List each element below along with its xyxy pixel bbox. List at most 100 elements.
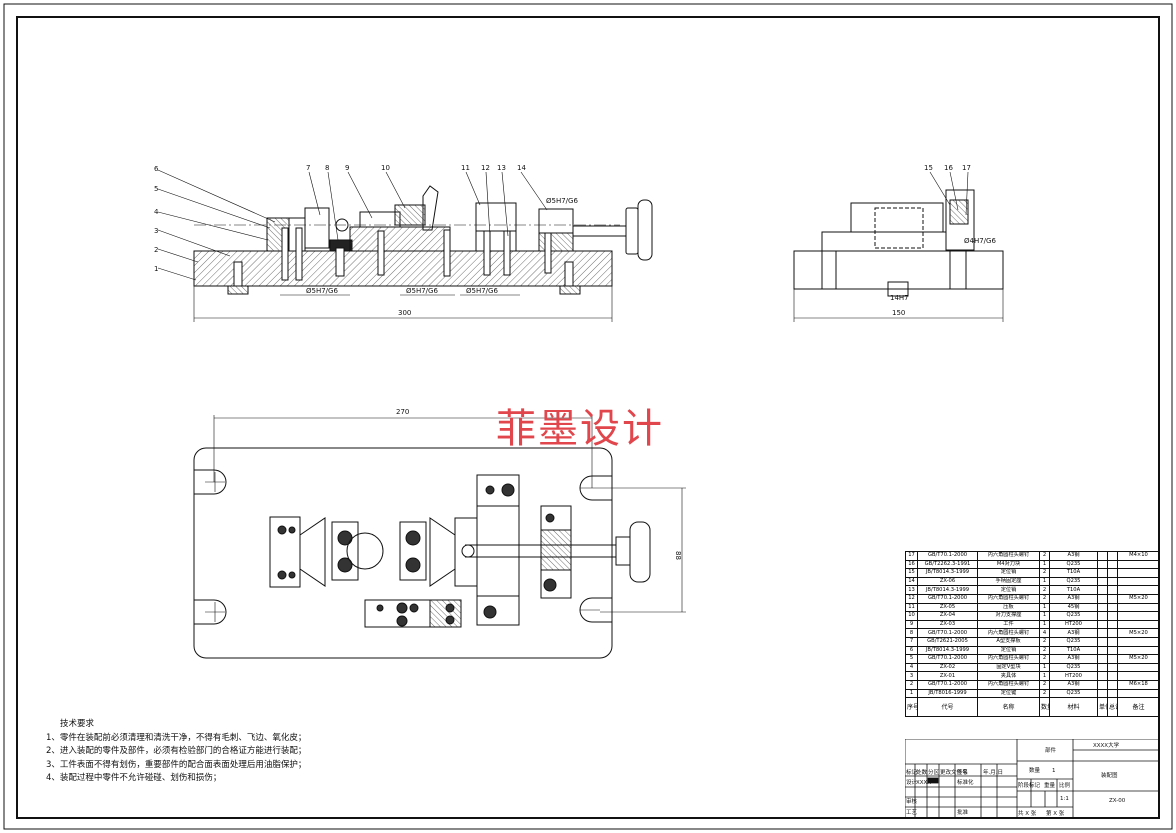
tb-part-label: 部件 bbox=[1045, 746, 1057, 754]
fixture-body bbox=[193, 250, 613, 287]
bom-cell-empty bbox=[1107, 645, 1118, 656]
clamp-plate bbox=[475, 202, 517, 232]
tb-weight: 重量 bbox=[1044, 781, 1056, 789]
top-view bbox=[193, 415, 686, 659]
bom-cell-mat: Q235 bbox=[1049, 688, 1098, 699]
balloon-11: 11 bbox=[461, 164, 470, 172]
bom-header-mat: 材料 bbox=[1049, 697, 1098, 718]
balloon-12: 12 bbox=[481, 164, 490, 172]
bom-cell-empty bbox=[1097, 559, 1108, 570]
bom-cell-mat: A3钢 bbox=[1049, 593, 1098, 604]
bom-cell-empty bbox=[1107, 671, 1118, 681]
tb-drawing-no: ZX-00 bbox=[1109, 798, 1126, 804]
bom-cell-empty bbox=[1107, 551, 1118, 561]
bom-cell-code: GB/T70.1-2000 bbox=[917, 654, 978, 664]
bom-cell-empty bbox=[1097, 585, 1108, 595]
bom-cell-note bbox=[1117, 576, 1160, 587]
balloons-front: 1 2 3 4 5 6 7 8 9 10 11 12 13 14 bbox=[154, 164, 526, 273]
bom-header-note: 备注 bbox=[1117, 697, 1160, 718]
inner-border bbox=[16, 16, 1160, 819]
bom-cell-empty bbox=[1107, 568, 1118, 578]
bom-cell-qty: 1 bbox=[1039, 602, 1050, 613]
bom-cell-empty bbox=[1107, 679, 1118, 690]
bom-cell-code: JB/T8014.3-1999 bbox=[917, 585, 978, 595]
bom-cell-empty bbox=[1107, 559, 1118, 570]
bom-cell-mat: T10A bbox=[1049, 585, 1098, 595]
locating-key-left bbox=[227, 285, 249, 295]
bom-cell-empty bbox=[1097, 662, 1108, 673]
fit-6: 14H7 bbox=[890, 294, 909, 302]
bom-cell-no: 4 bbox=[905, 662, 918, 673]
bom-header: 序号代号名称数量材料单件总计备注 bbox=[905, 697, 1160, 718]
balloon-7: 7 bbox=[306, 164, 310, 172]
bom-cell-empty bbox=[1107, 654, 1118, 664]
tb-qty: 1 bbox=[1052, 768, 1056, 774]
bom-cell-code: ZX-06 bbox=[917, 576, 978, 587]
bom-cell-note bbox=[1117, 688, 1160, 699]
bom-cell-code: ZX-05 bbox=[917, 602, 978, 613]
bom-cell-mat: HT200 bbox=[1049, 671, 1098, 681]
balloon-4a: 4 bbox=[154, 208, 159, 216]
bom-cell-empty bbox=[1097, 619, 1108, 630]
bom-cell-name: 手柄固定座 bbox=[977, 576, 1040, 587]
title-block: 部件 XXXX大学 数量 1 装配图 阶段标记 重量 比例 1:1 ZX-00 … bbox=[905, 739, 1159, 818]
bom-cell-name: 定位销 bbox=[977, 645, 1040, 656]
bom-cell-empty bbox=[1107, 619, 1118, 630]
bom-cell-qty: 2 bbox=[1039, 551, 1050, 561]
tech-item: 2、进入装配的零件及部件，必须有检验部门的合格证方能进行装配； bbox=[46, 746, 307, 756]
bom-cell-no: 2 bbox=[905, 679, 918, 690]
bom-cell-name: 压板 bbox=[977, 602, 1040, 613]
bom-cell-no: 1 bbox=[905, 688, 918, 699]
balloon-16: 16 bbox=[944, 164, 953, 172]
balloon-3: 3 bbox=[154, 227, 158, 235]
bom-cell-empty bbox=[1107, 585, 1118, 595]
balloon-13: 13 bbox=[497, 164, 506, 172]
tb-zone: 分区 bbox=[928, 768, 940, 776]
bom-cell-name: A型支撑板 bbox=[977, 636, 1040, 647]
bom-cell-mat: HT200 bbox=[1049, 619, 1098, 630]
bom-cell-mat: Q235 bbox=[1049, 576, 1098, 587]
tb-change: 更改文件号 bbox=[940, 768, 968, 776]
bom-cell-qty: 2 bbox=[1039, 593, 1050, 604]
dimension-texts: 300 150 270 88 Ø5H7/G6 Ø5H7/G6 Ø5H7/G6 Ø… bbox=[306, 197, 996, 560]
side-key bbox=[887, 281, 909, 297]
bom-cell-qty: 1 bbox=[1039, 576, 1050, 587]
bom-cell-note bbox=[1117, 619, 1160, 630]
bom-cell-no: 16 bbox=[905, 559, 918, 570]
bom-cell-empty bbox=[1097, 688, 1108, 699]
bom-cell-note bbox=[1117, 602, 1160, 613]
bom-cell-empty bbox=[1107, 602, 1118, 613]
bom-cell-empty bbox=[1097, 551, 1108, 561]
bom-cell-empty bbox=[1097, 611, 1108, 621]
bom-cell-note bbox=[1117, 671, 1160, 681]
bom-cell-no: 9 bbox=[905, 619, 918, 630]
bom-cell-code: ZX-04 bbox=[917, 611, 978, 621]
bom-cell-no: 17 bbox=[905, 551, 918, 561]
watermark: 菲墨设计 bbox=[496, 406, 664, 452]
bom-cell-qty: 1 bbox=[1039, 619, 1050, 630]
bom-cell-note bbox=[1117, 636, 1160, 647]
fit-2: Ø5H7/G6 bbox=[406, 287, 438, 295]
technical-requirements: 技术要求 1、零件在装配前必须清理和清洗干净，不得有毛刺、飞边、氧化皮； 2、进… bbox=[46, 718, 306, 786]
bom-cell-code: JB/T8016-1999 bbox=[917, 688, 978, 699]
bom-cell-empty bbox=[1097, 593, 1108, 604]
front-section-view bbox=[157, 169, 653, 322]
bom-cell-code: JB/T8014.3-1999 bbox=[917, 645, 978, 656]
tb-count: 处数 bbox=[916, 768, 928, 776]
bom-cell-note bbox=[1117, 611, 1160, 621]
tech-item: 1、零件在装配前必须清理和清洗干净，不得有毛刺、飞边、氧化皮； bbox=[46, 732, 307, 743]
bom-cell-note: M4×10 bbox=[1117, 551, 1160, 561]
tech-title: 技术要求 bbox=[60, 719, 95, 729]
bom-cell-empty bbox=[1107, 611, 1118, 621]
bom-cell-mat: 45钢 bbox=[1049, 602, 1098, 613]
bom-cell-name: 固定V型块 bbox=[977, 662, 1040, 673]
bom-header-code: 代号 bbox=[917, 697, 978, 718]
